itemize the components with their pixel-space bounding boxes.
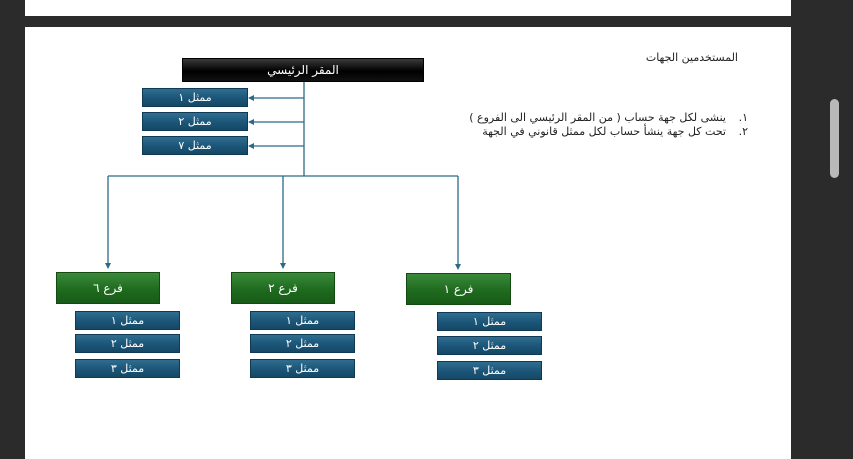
representative-label: ممثل ١ — [178, 91, 212, 104]
branch-label: فرع ٦ — [93, 281, 123, 295]
section-heading: المستخدمين الجهات — [645, 51, 738, 64]
representative-label: ممثل ٢ — [178, 115, 212, 128]
scrollbar-track[interactable] — [820, 0, 853, 459]
hq-representative-box: ممثل ٢ — [142, 112, 248, 131]
note-text: تحت كل جهة ينشأ حساب لكل ممثل قانوني في … — [482, 125, 726, 138]
branch-representative-box: ممثل ٣ — [250, 359, 355, 378]
note-item: ٢. تحت كل جهة ينشأ حساب لكل ممثل قانوني ف… — [440, 125, 748, 139]
hq-representative-box: ممثل ٧ — [142, 136, 248, 155]
representative-label: ممثل ٢ — [110, 337, 145, 350]
representative-label: ممثل ٣ — [110, 362, 145, 375]
branch-representative-box: ممثل ٢ — [437, 336, 542, 355]
branch-box: فرع ٦ — [56, 272, 160, 304]
representative-label: ممثل ٢ — [472, 339, 507, 352]
branch-representative-box: ممثل ٢ — [250, 334, 355, 353]
branch-representative-box: ممثل ١ — [75, 311, 180, 330]
headquarters-box: المقر الرئيسي — [182, 58, 424, 82]
representative-label: ممثل ٣ — [285, 362, 320, 375]
branch-representative-box: ممثل ١ — [437, 312, 542, 331]
representative-label: ممثل ١ — [472, 315, 507, 328]
branch-representative-box: ممثل ٣ — [75, 359, 180, 378]
representative-label: ممثل ١ — [285, 314, 320, 327]
scrollbar-thumb[interactable] — [830, 99, 839, 178]
branch-label: فرع ٢ — [268, 281, 298, 295]
representative-label: ممثل ٣ — [472, 364, 507, 377]
note-item: ١. ينشى لكل جهة حساب ( من المقر الرئيسي ا… — [440, 111, 748, 125]
hq-representative-box: ممثل ١ — [142, 88, 248, 107]
note-number: ١. — [738, 111, 748, 124]
previous-page-bottom — [25, 0, 791, 16]
branch-box: فرع ١ — [406, 273, 511, 305]
branch-representative-box: ممثل ١ — [250, 311, 355, 330]
branch-representative-box: ممثل ٣ — [437, 361, 542, 380]
representative-label: ممثل ١ — [110, 314, 145, 327]
note-number: ٢. — [738, 125, 748, 138]
branch-label: فرع ١ — [443, 282, 474, 296]
note-text: ينشى لكل جهة حساب ( من المقر الرئيسي الى… — [469, 111, 726, 124]
notes-list: ١. ينشى لكل جهة حساب ( من المقر الرئيسي ا… — [440, 111, 748, 139]
headquarters-label: المقر الرئيسي — [267, 63, 339, 77]
representative-label: ممثل ٢ — [285, 337, 320, 350]
document-page — [25, 27, 791, 459]
branch-box: فرع ٢ — [231, 272, 335, 304]
representative-label: ممثل ٧ — [178, 139, 212, 152]
branch-representative-box: ممثل ٢ — [75, 334, 180, 353]
